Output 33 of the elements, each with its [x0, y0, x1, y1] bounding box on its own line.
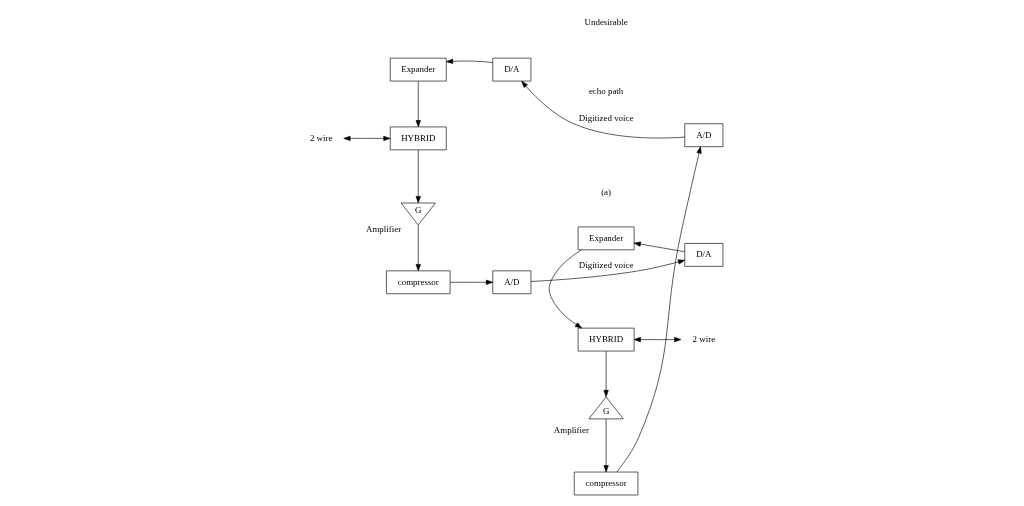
arrow — [615, 146, 702, 473]
label: (a) — [600, 186, 611, 197]
node-label: Amplifier — [365, 224, 401, 235]
node-text: 2 wire — [309, 132, 332, 143]
node-label: Amplifier — [553, 425, 589, 436]
node-box: Expander — [577, 226, 634, 251]
arrow — [633, 241, 685, 253]
arrow — [415, 80, 421, 128]
arrow — [603, 418, 609, 473]
arrow — [633, 337, 681, 343]
edge-label: Digitized voice — [578, 113, 633, 124]
arrow — [548, 249, 582, 329]
edge-label: Digitized voice — [578, 260, 633, 271]
node-text: 2 wire — [692, 333, 715, 344]
arrow — [445, 58, 493, 64]
node-box: A/D — [683, 123, 723, 147]
node-box: compressor — [573, 471, 638, 496]
node-box: HYBRID — [389, 126, 447, 151]
node-box: D/A — [683, 243, 723, 267]
node-box: D/A — [491, 57, 531, 82]
arrow — [342, 135, 390, 141]
label: echo path — [588, 85, 623, 96]
node-box: Expander — [389, 57, 447, 82]
arrow — [449, 279, 493, 285]
arrow — [415, 224, 421, 272]
arrow — [603, 350, 609, 397]
arrow — [415, 149, 421, 204]
node-box: HYBRID — [577, 327, 634, 352]
node-box: A/D — [491, 270, 531, 295]
arrow — [530, 259, 685, 282]
arrow — [520, 81, 685, 139]
node-box: compressor — [385, 270, 450, 295]
label: Undesirable — [584, 16, 628, 27]
